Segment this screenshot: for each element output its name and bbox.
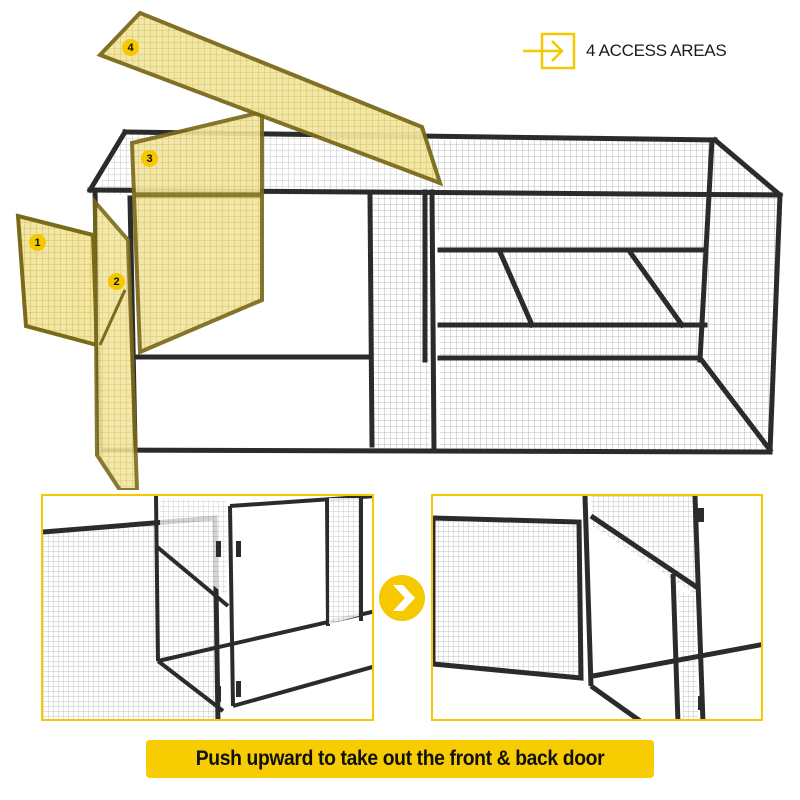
detail-panel-after: [431, 494, 763, 721]
cage-illustration: [15, 10, 784, 490]
access-areas-legend: 4 ACCESS AREAS: [520, 32, 727, 70]
detail-panel-before: [41, 494, 374, 721]
access-area-badge-1: 1: [29, 234, 46, 251]
access-area-badge-4: 4: [122, 39, 139, 56]
instruction-caption-bar: Push upward to take out the front & back…: [146, 740, 654, 778]
arrow-into-box-icon: [520, 32, 580, 70]
legend-label: 4 ACCESS AREAS: [586, 41, 727, 60]
instruction-caption: Push upward to take out the front & back…: [195, 747, 605, 770]
chevron-right-icon: [379, 575, 425, 621]
access-area-badge-3: 3: [141, 150, 158, 167]
access-area-badge-2: 2: [108, 273, 125, 290]
